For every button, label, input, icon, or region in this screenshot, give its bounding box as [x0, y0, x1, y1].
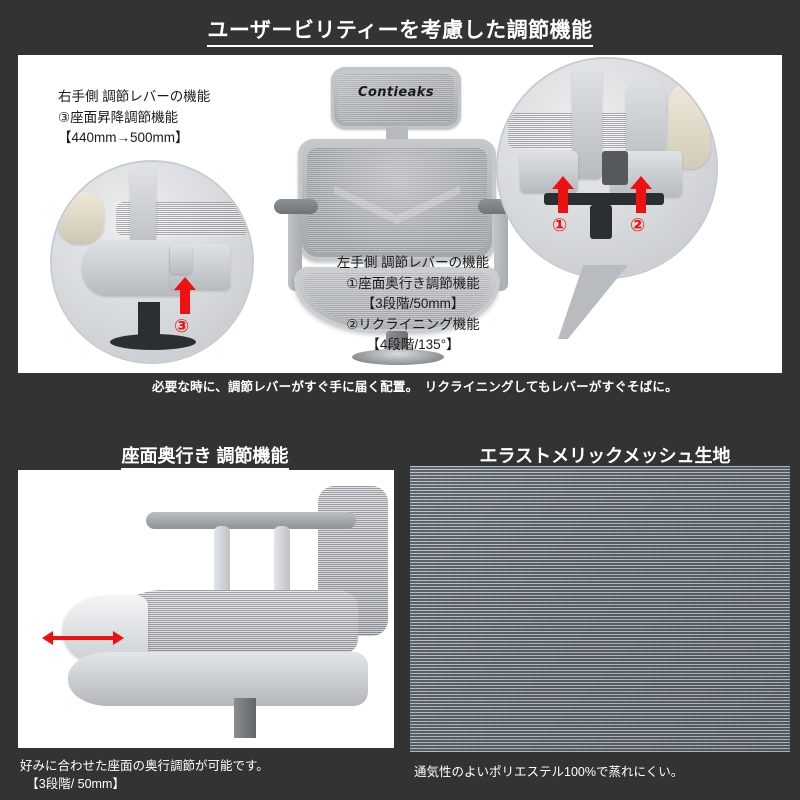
top-feature-panel: Contieaks [18, 55, 782, 373]
red-arrow-up-three [174, 277, 196, 314]
mesh-fabric-caption: 通気性のよいポリエステル100%で蒸れにくい。 [414, 765, 684, 779]
callout-right-photo [498, 59, 716, 277]
gas-cylinder-right [590, 205, 612, 239]
note-right-hand-lever: 右手側 調節レバーの機能 ③座面昇降調節機能 【440mm→500mm】 [58, 89, 211, 146]
seat-depth-image [18, 470, 394, 748]
red-arrow-up-one [552, 176, 574, 213]
chair-product-image: Contieaks [268, 55, 528, 373]
seat-underframe-side [68, 652, 368, 706]
chair-lumbar-bar [364, 259, 430, 269]
mesh-fabric-closeup [410, 466, 790, 752]
section-title-mesh-fabric-text: エラストメリックメッシュ生地 [479, 446, 731, 470]
chair-base [352, 349, 444, 365]
chair-backrest [298, 139, 496, 261]
marker-three: ③ [174, 316, 190, 337]
chair-base-left [110, 334, 196, 350]
red-arrow-up-two [630, 176, 652, 213]
armrest-detail-left [58, 192, 104, 244]
gas-cylinder-left [138, 302, 160, 342]
red-double-arrow-depth [42, 631, 124, 645]
callout-circle-depth-recline: ① ② [496, 57, 718, 279]
page-title: ユーザービリティーを考慮した調節機能 [0, 14, 800, 47]
callout-left-photo [52, 162, 252, 362]
seat-mesh-side [114, 590, 358, 656]
chair-armpad-left [274, 199, 318, 214]
section-title-seat-depth: 座面奥行き 調節機能 [10, 442, 400, 470]
height-adjust-lever[interactable] [170, 244, 192, 274]
chair-seat [294, 267, 500, 333]
top-section-caption: 必要な時に、調節レバーがすぐ手に届く配置。 リクライニングしてもレバーがすぐそば… [152, 380, 678, 394]
seat-depth-caption: 好みに合わせた座面の奥行調節が可能です。 【3段階/ 50mm】 [20, 759, 269, 792]
section-title-seat-depth-text: 座面奥行き 調節機能 [121, 446, 289, 470]
brand-logo: Contieaks [358, 85, 434, 100]
note-left-hand-lever: 左手側 調節レバーの機能 ①座面奥行き調節機能 【3段階/50mm】 ②リクライ… [336, 255, 490, 353]
chair-headrest: Contieaks [331, 67, 461, 129]
page-title-text: ユーザービリティーを考慮した調節機能 [207, 19, 593, 47]
section-title-mesh-fabric: エラストメリックメッシュ生地 [410, 442, 800, 470]
marker-two: ② [630, 215, 646, 236]
marker-one: ① [552, 215, 568, 236]
backrest-mesh [307, 148, 487, 252]
mesh-fabric-panel [410, 466, 790, 752]
callout-circle-seat-height: ③ [50, 160, 254, 364]
seat-underframe-right [544, 193, 664, 205]
headrest-mesh [338, 74, 454, 122]
recline-lever[interactable] [602, 151, 628, 185]
seat-depth-panel [18, 470, 394, 748]
armrest-pad-side [146, 512, 356, 529]
seat-mesh [304, 273, 490, 323]
gas-cylinder-side [234, 698, 256, 738]
headrest-stem [386, 127, 408, 141]
